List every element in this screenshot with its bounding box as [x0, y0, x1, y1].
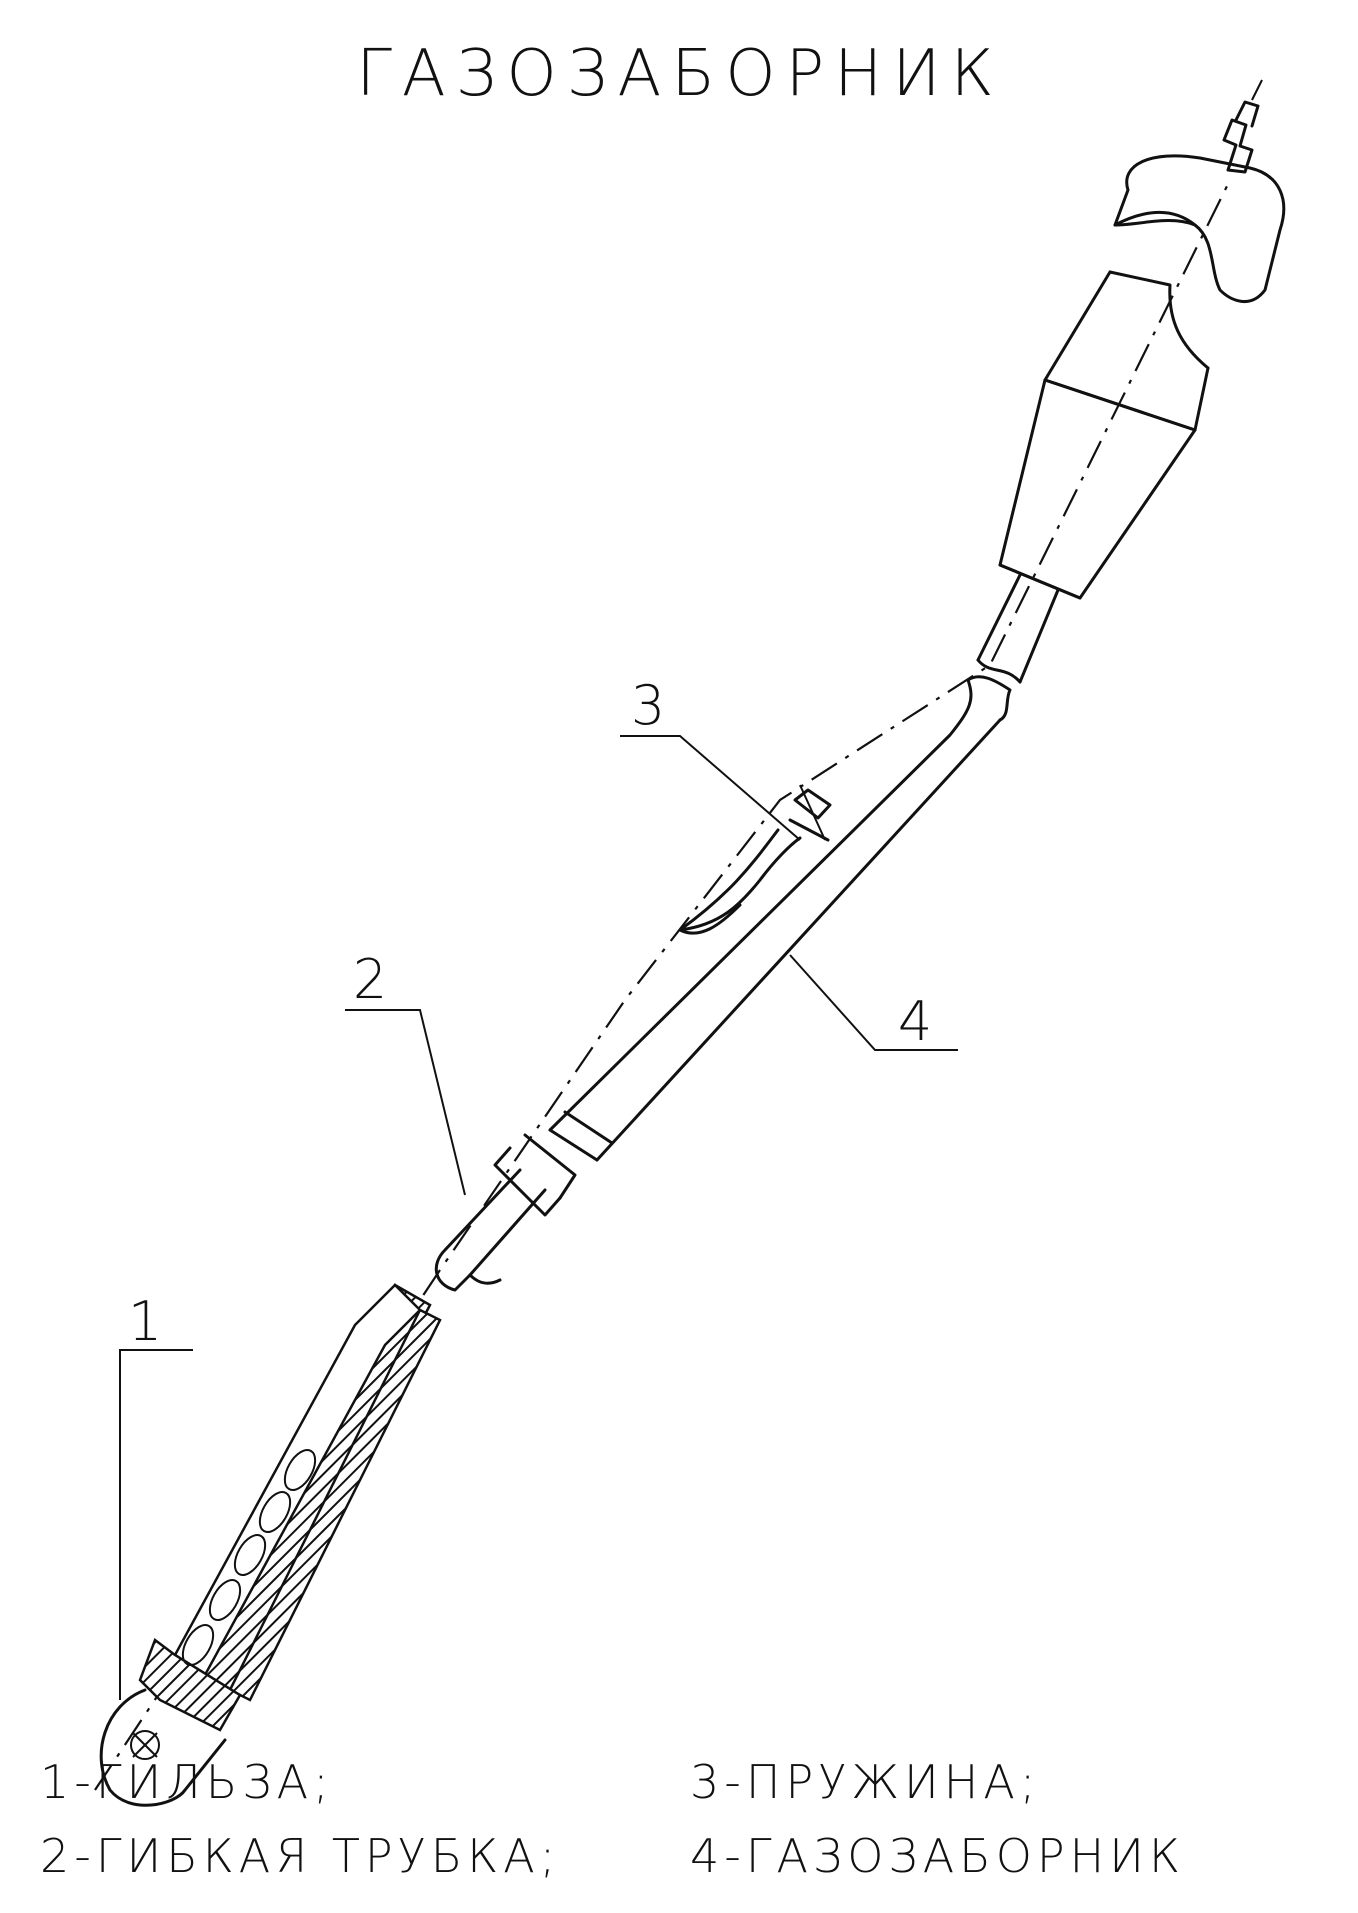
leader-lines — [119, 735, 958, 1700]
drawing-title: ГАЗОЗАБОРНИК — [356, 37, 1003, 111]
handle-head — [976, 79, 1286, 684]
legend-item-3: 3-ПРУЖИНА; — [690, 1755, 1040, 1809]
callout-2: 2 — [353, 948, 387, 1011]
sleeve — [99, 1283, 442, 1807]
legend-item-1: 1-ГИЛЬЗА; — [40, 1755, 334, 1809]
main-tube — [548, 675, 1012, 1162]
spring-clip — [678, 784, 832, 935]
callout-1: 1 — [128, 1290, 162, 1353]
legend-item-4: 4-ГАЗОЗАБОРНИК — [690, 1829, 1185, 1883]
legend-item-2: 2-ГИБКАЯ ТРУБКА; — [40, 1829, 560, 1883]
flexible-tube — [434, 1133, 577, 1292]
callout-4: 4 — [898, 990, 932, 1053]
callout-3: 3 — [631, 674, 665, 737]
